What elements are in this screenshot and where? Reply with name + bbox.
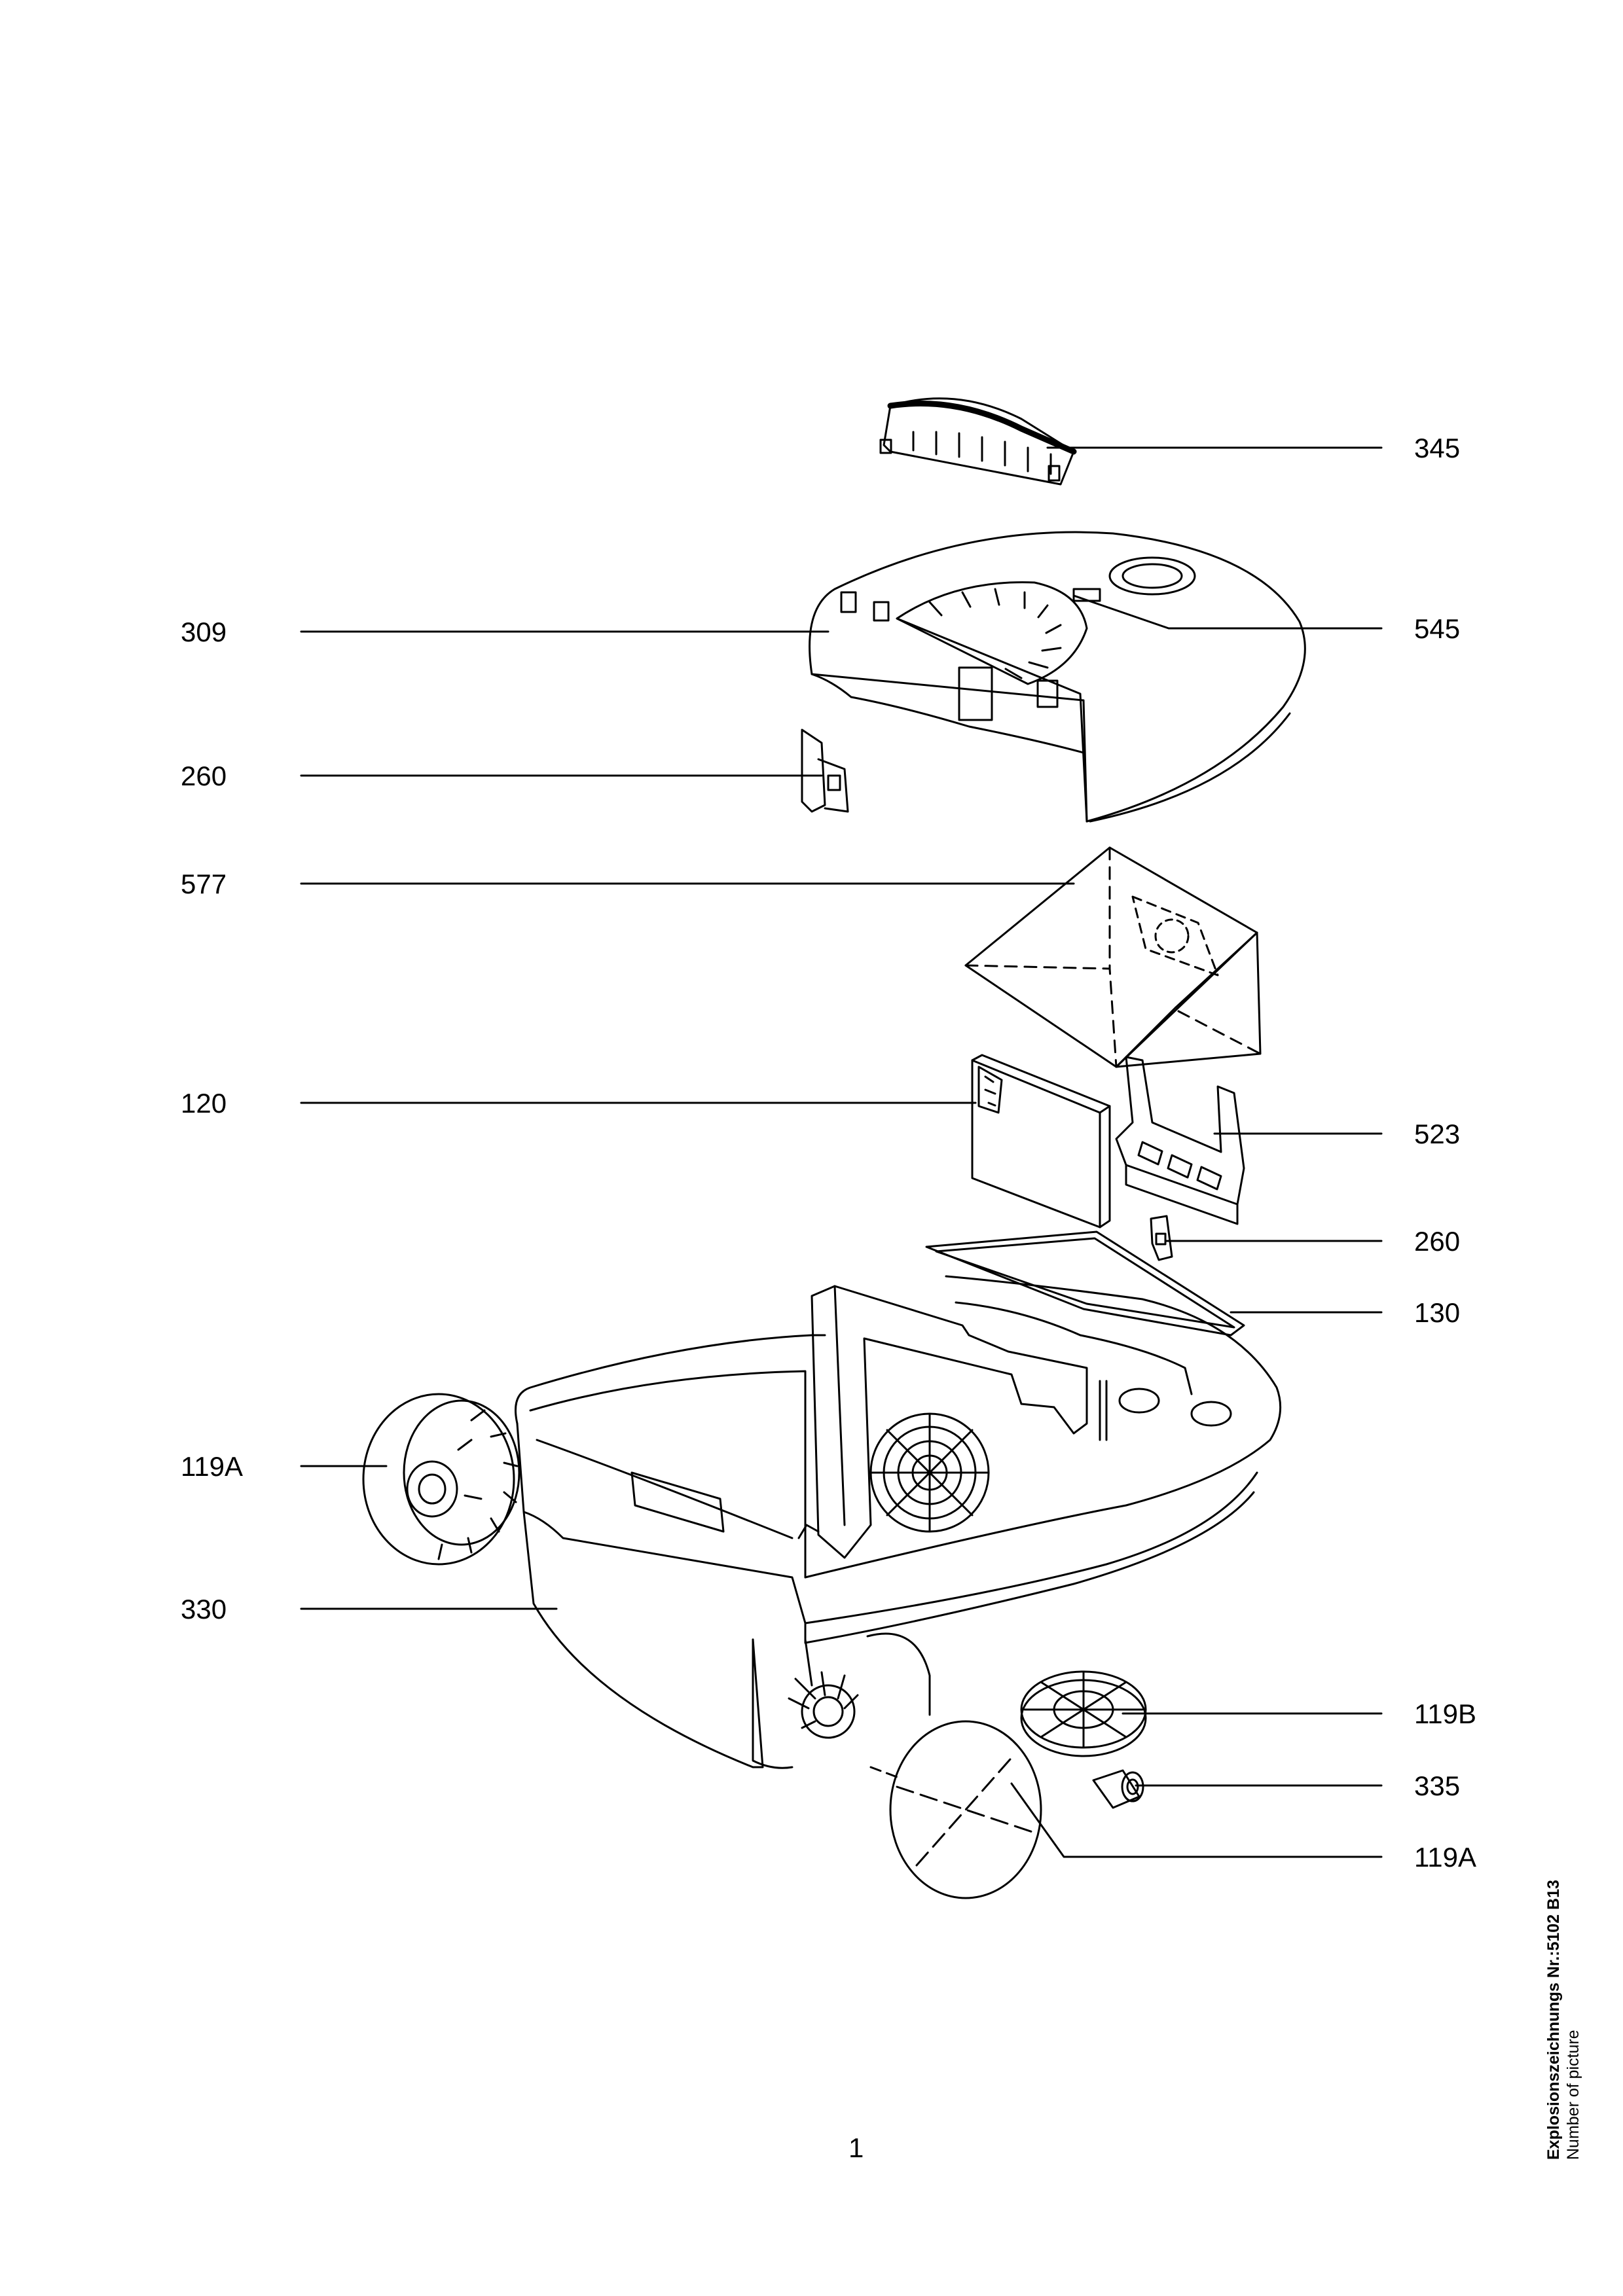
part-label-523: 523 — [1414, 1119, 1461, 1149]
handle-part-345 — [879, 397, 1077, 486]
hub-cap-part-119B — [1020, 1670, 1147, 1757]
part-label-120: 120 — [181, 1088, 227, 1119]
wheel-part-119A-left — [362, 1393, 520, 1566]
clip-part-260-upper — [801, 728, 849, 813]
cover-part-309 — [809, 531, 1306, 823]
axle-part-335 — [1092, 1769, 1144, 1809]
page-number: 1 — [848, 2132, 864, 2163]
part-label-335: 335 — [1414, 1770, 1461, 1801]
part-label-130: 130 — [1414, 1297, 1461, 1328]
part-label-309: 309 — [181, 617, 227, 647]
filter-part-120 — [971, 1054, 1111, 1229]
wheel-part-119A-bottom — [869, 1720, 1042, 1899]
drawing-number: Explosionszeichnungs Nr.:5102 B13 — [1544, 1880, 1563, 2160]
bag-holder-part-523 — [1115, 1056, 1245, 1225]
part-label-260-lower: 260 — [1414, 1226, 1461, 1257]
part-label-119A-left: 119A — [181, 1451, 243, 1482]
drawing-number-note: Explosionszeichnungs Nr.:5102 B13 Number… — [1544, 1880, 1583, 2160]
housing-wheel-hub — [788, 1671, 859, 1739]
gasket-part-130 — [925, 1230, 1245, 1336]
part-label-345: 345 — [1414, 433, 1461, 463]
clip-part-260-lower — [1150, 1215, 1173, 1261]
part-label-545: 545 — [1414, 613, 1461, 644]
part-label-260: 260 — [181, 761, 227, 791]
part-label-119A-bottom: 119A — [1414, 1842, 1476, 1873]
part-label-330: 330 — [181, 1594, 227, 1624]
part-label-577: 577 — [181, 869, 227, 899]
dust-bag-part-577 — [964, 846, 1262, 1068]
drawing-number-caption: Number of picture — [1564, 2030, 1582, 2160]
part-label-119B: 119B — [1414, 1698, 1476, 1729]
leader-lines — [300, 446, 1383, 1858]
housing-part-330 — [515, 1275, 1282, 1769]
